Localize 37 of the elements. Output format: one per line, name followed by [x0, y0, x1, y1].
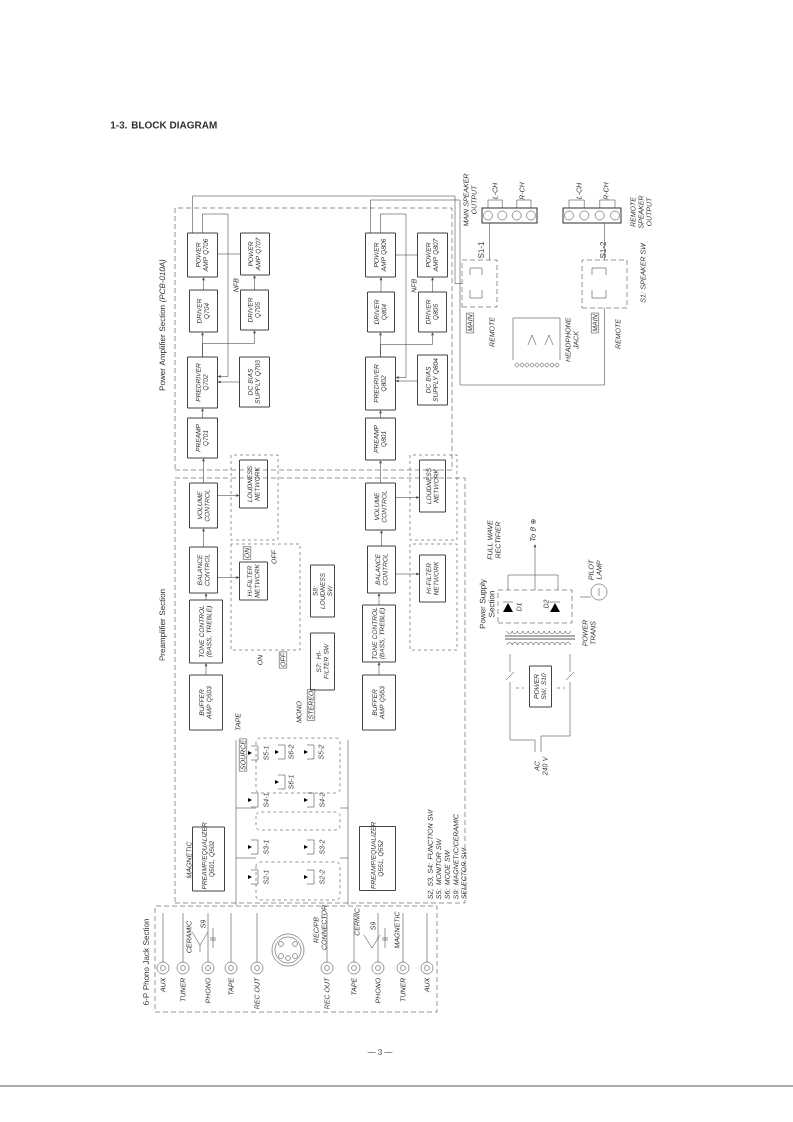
- arrow: [204, 593, 208, 601]
- arrow: [380, 213, 407, 379]
- arrow: [217, 576, 240, 579]
- arrow: [380, 530, 383, 547]
- arrow: [202, 528, 205, 548]
- arrow: [377, 593, 381, 606]
- dashed-section: S1-1: [461, 241, 498, 308]
- node-label: Power Supply Section: [479, 579, 495, 629]
- arrow: [202, 277, 205, 291]
- arrow: [379, 460, 382, 484]
- dashed-section: S1-2: [581, 241, 628, 309]
- node-label: Power Amplifier Section (PCB-010A): [159, 259, 167, 391]
- arrow: [217, 380, 240, 384]
- speaker-terminal: [481, 199, 538, 224]
- arrow: [201, 408, 204, 419]
- arrow: [379, 410, 382, 419]
- arrow: [202, 330, 256, 358]
- arrow: [379, 277, 383, 293]
- arrow: [380, 332, 434, 358]
- arrow: [202, 458, 205, 484]
- arrow: [395, 496, 420, 499]
- arrow: [253, 275, 256, 291]
- arrow: [395, 572, 420, 576]
- arrow: [533, 544, 537, 591]
- node-label: 6-P Phono Jack Section: [143, 919, 149, 1005]
- node-label: S1-2: [600, 241, 606, 259]
- arrow: [204, 663, 208, 676]
- page-number: — 3 —: [367, 1049, 393, 1055]
- arrow: [217, 494, 240, 497]
- title: 1-3. BLOCK DIAGRAM: [110, 121, 217, 129]
- speaker-terminal: [562, 199, 622, 224]
- arrow: [395, 379, 418, 383]
- arrow: [431, 277, 434, 293]
- arrow: [377, 662, 381, 676]
- node-label: Preamplifier Section: [159, 589, 167, 661]
- node-label: S1-1: [478, 241, 484, 259]
- arrow: [202, 213, 229, 378]
